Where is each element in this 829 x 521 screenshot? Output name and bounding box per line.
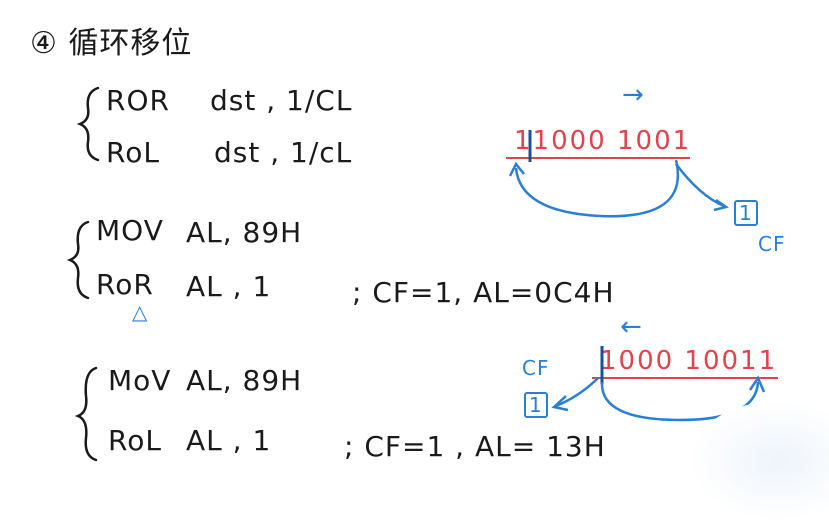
ex1-comment: ; CF=1, AL=0C4H — [352, 276, 615, 309]
ex1-marker: △ — [132, 300, 149, 324]
ror-bits-rest: 1000 1001 — [532, 126, 692, 156]
rol-cf-label: CF — [522, 356, 550, 380]
rol-direction-arrow-icon: ← — [620, 312, 643, 342]
rol-arrows — [551, 346, 778, 422]
ror-arrows — [506, 130, 729, 218]
ex2-mov-operands: AL, 89H — [186, 364, 303, 397]
ex2-comment: ; CF=1 , AL= 13H — [344, 430, 606, 463]
rol-cf-value: 1 — [524, 392, 548, 418]
ex2-op-mnemonic: RoL — [108, 424, 162, 457]
brace-format — [76, 86, 100, 162]
rol-operands: dst , 1/cL — [214, 136, 353, 169]
ex2-op-operands: AL , 1 — [186, 424, 272, 457]
whiteboard: ④ 循环移位 ROR dst , 1/CL RoL dst , 1/cL MOV… — [30, 26, 829, 521]
brace-example1 — [66, 220, 90, 300]
ex2-mov-mnemonic: MoV — [108, 364, 172, 397]
ror-cf-value: 1 — [734, 200, 758, 226]
ex1-mov-operands: AL, 89H — [186, 216, 303, 249]
ror-direction-arrow-icon: → — [622, 80, 645, 110]
rol-mnemonic: RoL — [106, 136, 160, 169]
ror-mnemonic: ROR — [106, 84, 170, 117]
ror-operands: dst , 1/CL — [210, 84, 353, 117]
section-title: ④ 循环移位 — [30, 26, 193, 61]
ex1-op-operands: AL , 1 — [186, 270, 272, 303]
ex1-op-mnemonic: RoR — [96, 268, 154, 301]
brace-example2 — [74, 366, 98, 462]
ror-cf-label: CF — [758, 232, 786, 256]
ror-bit-msb: 1 — [514, 126, 533, 156]
ror-bits: 11000 1001 — [514, 126, 691, 156]
ex1-mov-mnemonic: MOV — [96, 214, 164, 247]
rol-bits: 1000 10011 — [600, 346, 778, 376]
